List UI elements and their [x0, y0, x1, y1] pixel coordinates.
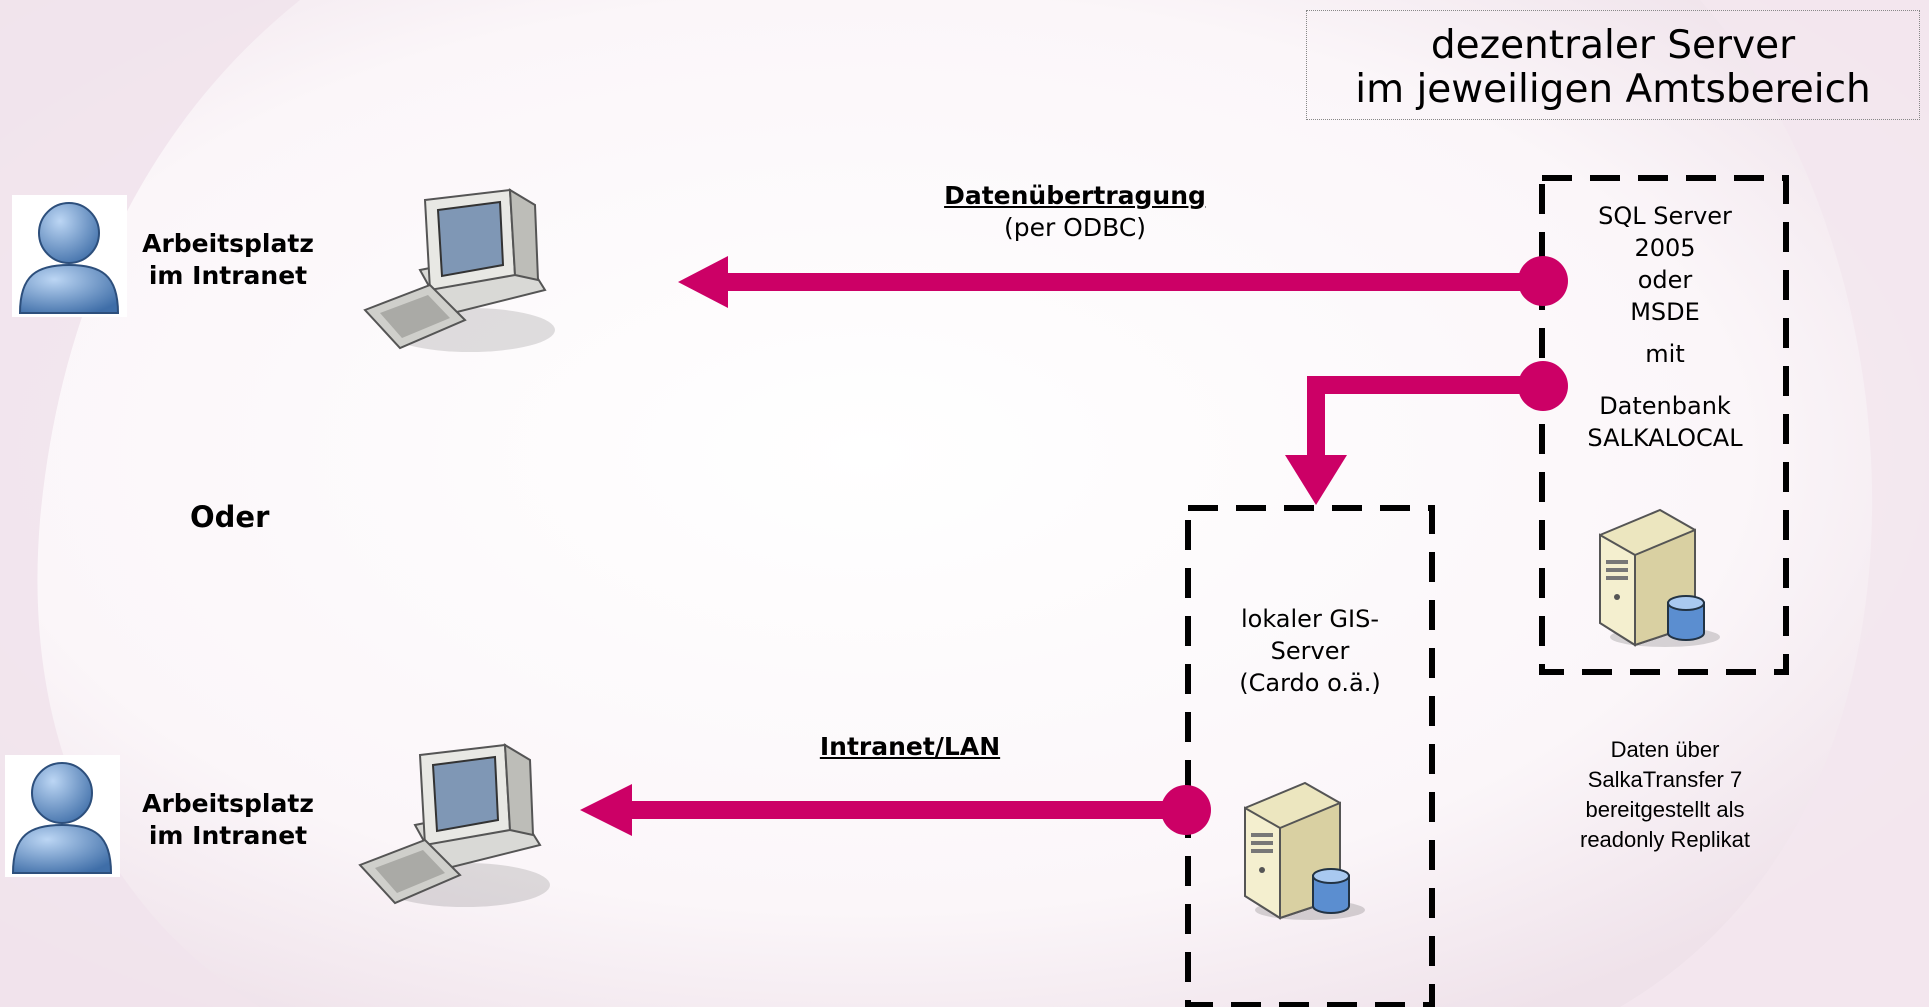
gis-server-text: lokaler GIS- Server (Cardo o.ä.): [1239, 605, 1381, 697]
workstation-label-top: Arbeitsplatz im Intranet: [142, 229, 314, 290]
odbc-label-subtitle: (per ODBC): [1003, 213, 1147, 242]
server-icon: [1599, 508, 1720, 647]
workstation-label-bottom: Arbeitsplatz im Intranet: [142, 789, 314, 850]
lan-connection-line: [630, 801, 1188, 819]
sql-server-box: [1539, 175, 1789, 675]
title-box: dezentraler Server im jeweiligen Amtsber…: [1306, 10, 1920, 120]
user-icon: [12, 195, 127, 317]
computer-icon: [358, 743, 550, 907]
replication-endpoint: [1518, 361, 1568, 411]
odbc-endpoint: [1518, 256, 1568, 306]
odbc-label-title: Datenübertragung: [944, 181, 1206, 210]
user-icon: [5, 755, 120, 877]
gis-server-box: [1185, 505, 1435, 1007]
lan-endpoint: [1161, 785, 1211, 835]
odbc-arrowhead: [678, 256, 728, 308]
replication-line: [1307, 376, 1543, 455]
sql-server-text: SQL Server 2005 oder MSDE mit Datenbank …: [1587, 202, 1743, 452]
replication-arrowhead: [1285, 455, 1347, 505]
or-label: Oder: [190, 500, 270, 534]
odbc-connection-line: [720, 273, 1542, 291]
lan-arrowhead: [580, 784, 632, 836]
computer-icon: [363, 188, 555, 352]
replication-note: Daten über SalkaTransfer 7 bereitgestell…: [1580, 737, 1750, 852]
title-line-2: im jeweiligen Amtsbereich: [1355, 67, 1871, 112]
server-icon: [1244, 781, 1365, 920]
title-line-1: dezentraler Server: [1430, 23, 1796, 68]
odbc-label: Datenübertragung (per ODBC): [920, 180, 1230, 244]
lan-label: Intranet/LAN: [819, 732, 1001, 761]
